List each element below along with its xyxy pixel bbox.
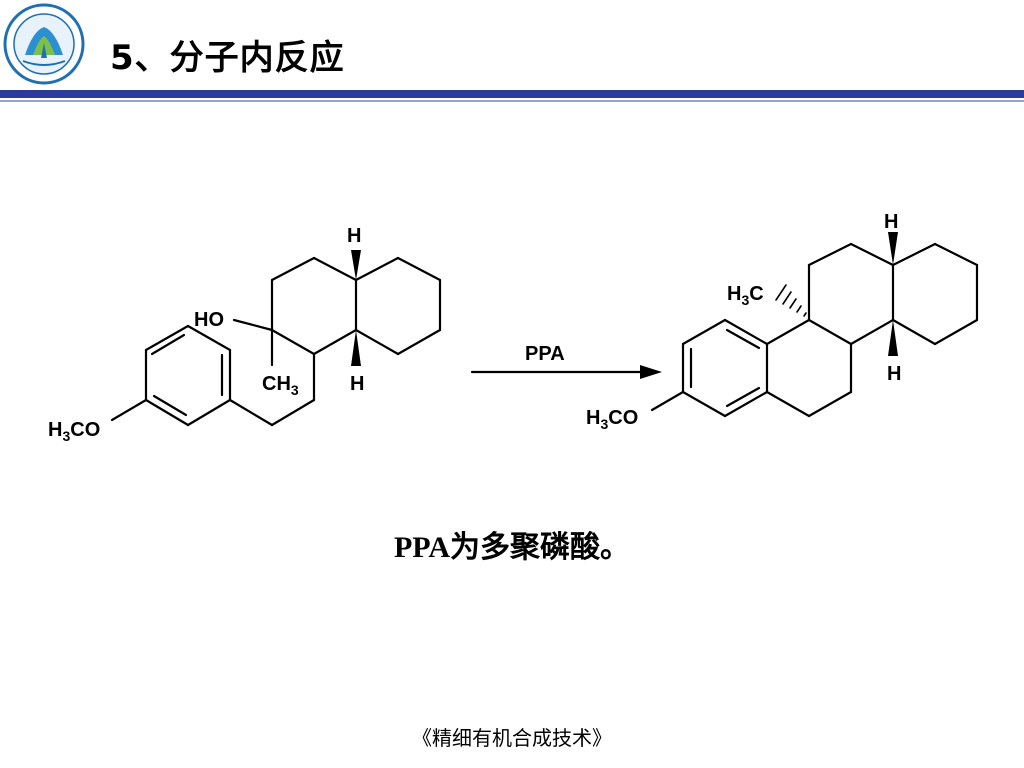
product-h-top: H [884, 211, 898, 233]
product-methyl-label: H3C [727, 283, 764, 308]
product-methyl-c: C [749, 283, 763, 305]
product-hashed-methyl-bond [775, 284, 807, 317]
product-methoxy-subscript: 3 [600, 416, 608, 432]
product-h-bottom: H [887, 363, 901, 385]
product-methyl-subscript: 3 [741, 292, 749, 308]
reactant-structure [110, 250, 442, 427]
footer-course-title: 《精细有机合成技术》 [412, 726, 612, 750]
product-methoxy-label: H3CO [586, 407, 638, 432]
reactant-hydroxy-label: HO [194, 309, 224, 331]
page-title: 5、分子内反应 [110, 38, 345, 78]
header-rule [0, 90, 1024, 98]
arrow-reagent-label: PPA [525, 343, 565, 365]
reactant-methyl-label: CH3 [262, 373, 299, 398]
reactant-methoxy-label: H3CO [48, 419, 100, 444]
reaction-arrow [470, 365, 662, 379]
reactant-h-bottom: H [350, 373, 364, 395]
reactant-methyl-text: CH [262, 373, 291, 395]
header-rule-thin [0, 100, 1024, 102]
reagent-note: PPA为多聚磷酸。 [393, 531, 631, 564]
product-methoxy-h: H [586, 407, 600, 429]
reactant-methoxy-h: H [48, 419, 62, 441]
product-methoxy-co: CO [608, 407, 638, 429]
university-seal-icon [3, 3, 85, 85]
reactant-methoxy-co: CO [70, 419, 100, 441]
reactant-methyl-subscript: 3 [291, 382, 299, 398]
product-structure [650, 232, 979, 418]
reactant-h-top: H [347, 225, 361, 247]
reactant-methoxy-subscript: 3 [62, 428, 70, 444]
product-methyl-h: H [727, 283, 741, 305]
